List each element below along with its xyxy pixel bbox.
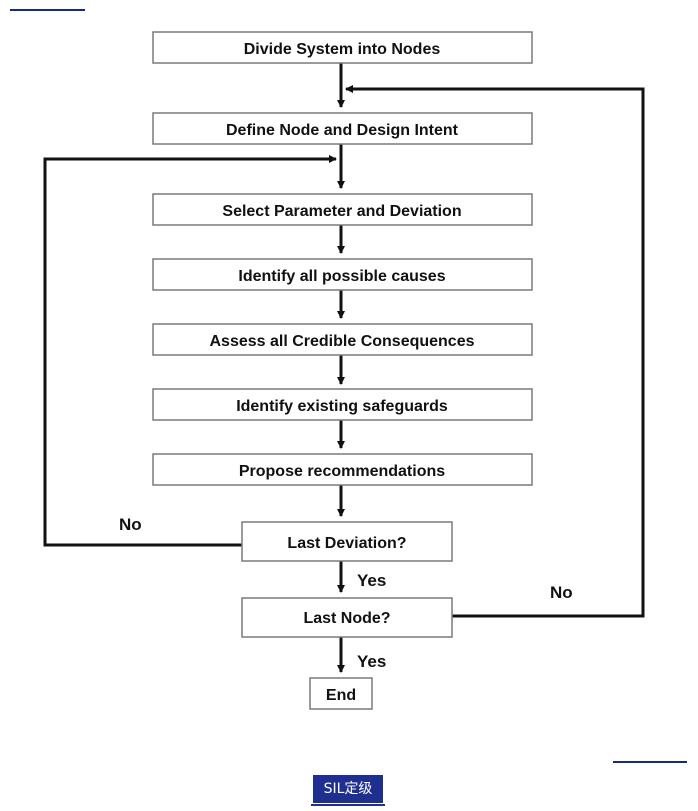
bottom-right-decor-line (613, 761, 687, 763)
node-divide-label: Divide System into Nodes (244, 41, 441, 58)
node-recommend-label: Propose recommendations (239, 463, 445, 480)
edge-label-node-no: No (550, 583, 573, 602)
connectors (43, 63, 645, 673)
top-left-decor-line (10, 9, 85, 11)
node-define-label: Define Node and Design Intent (226, 122, 459, 139)
node-recommend: Propose recommendations (152, 453, 533, 486)
edge-label-deviation-no: No (119, 515, 142, 534)
edge-label-node-yes: Yes (357, 652, 386, 671)
node-causes-label: Identify all possible causes (238, 268, 445, 285)
node-end: End (309, 677, 373, 710)
node-end-label: End (326, 687, 356, 704)
node-last-node: Last Node? (241, 597, 453, 638)
node-safeguards-label: Identify existing safeguards (236, 398, 448, 415)
node-last-deviation: Last Deviation? (241, 521, 453, 562)
node-select: Select Parameter and Deviation (152, 193, 533, 226)
node-define: Define Node and Design Intent (152, 112, 533, 145)
node-select-label: Select Parameter and Deviation (222, 203, 461, 220)
node-causes: Identify all possible causes (152, 258, 533, 291)
loop-deviation-no (43, 155, 337, 547)
edge-label-deviation-yes: Yes (357, 571, 386, 590)
loop-node-no (345, 85, 645, 618)
node-divide: Divide System into Nodes (152, 31, 533, 64)
node-consequences: Assess all Credible Consequences (152, 323, 533, 356)
node-last-deviation-label: Last Deviation? (287, 535, 406, 552)
sil-rating-tag[interactable]: SIL定级 (313, 775, 383, 803)
sil-rating-tag-underline (311, 804, 385, 806)
node-consequences-label: Assess all Credible Consequences (210, 333, 475, 350)
node-safeguards: Identify existing safeguards (152, 388, 533, 421)
node-last-node-label: Last Node? (303, 610, 390, 627)
